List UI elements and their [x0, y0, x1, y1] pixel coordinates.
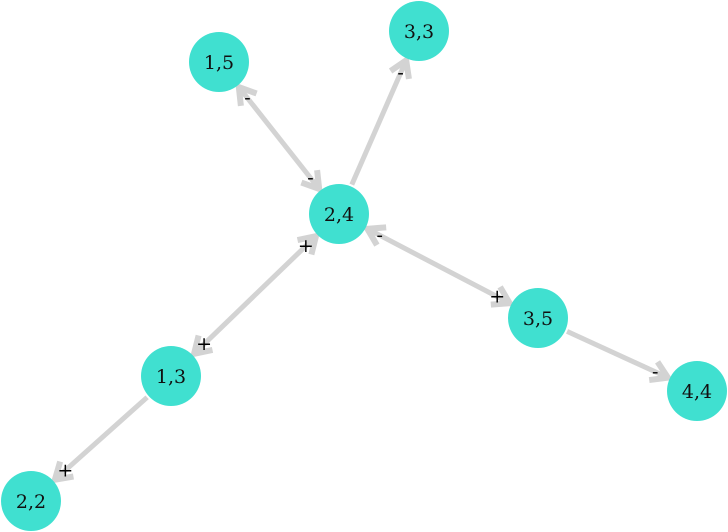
- edge-n24-n33: -: [349, 55, 412, 186]
- edge-sign-label: +: [57, 459, 73, 481]
- node-label: 2,4: [324, 204, 354, 226]
- node-label: 3,3: [404, 21, 434, 43]
- node-circle: [189, 32, 249, 92]
- node-circle: [667, 361, 727, 421]
- arrowhead-icon: [388, 55, 412, 80]
- node-label: 2,2: [16, 491, 46, 513]
- edge-line: [236, 85, 322, 191]
- edge-sign-label: +: [489, 286, 505, 308]
- edge-n35-n44: -: [566, 329, 674, 384]
- node-3-3[interactable]: 3,3: [389, 1, 449, 61]
- edge-sign-label: -: [652, 361, 658, 383]
- edge-n24-n35: +-: [362, 224, 515, 308]
- node-1-3[interactable]: 1,3: [141, 346, 201, 406]
- node-2-4[interactable]: 2,4: [309, 184, 369, 244]
- node-circle: [389, 1, 449, 61]
- node-3-5[interactable]: 3,5: [508, 288, 568, 348]
- node-circle: [508, 288, 568, 348]
- node-circle: [1, 471, 61, 531]
- node-label: 1,5: [204, 52, 234, 74]
- edge-line: [366, 226, 511, 306]
- node-2-2[interactable]: 2,2: [1, 471, 61, 531]
- edge-sign-label: -: [397, 62, 403, 84]
- edge-line: [192, 234, 318, 356]
- arrowhead-icon: [300, 169, 323, 194]
- edge-sign-label: -: [307, 167, 313, 189]
- edge-n24-n15: --: [235, 82, 323, 194]
- node-4-4[interactable]: 4,4: [667, 361, 727, 421]
- arrowhead-icon: [648, 360, 674, 384]
- node-label: 1,3: [156, 366, 186, 388]
- arrowhead-icon: [50, 460, 74, 484]
- edge-line: [53, 395, 149, 482]
- node-label: 3,5: [523, 308, 553, 330]
- edge-sign-label: -: [377, 224, 383, 246]
- edge-n13-n22: +: [50, 395, 149, 484]
- arrowhead-icon: [362, 224, 387, 247]
- edge-sign-label: +: [196, 333, 212, 355]
- edge-line: [349, 59, 409, 186]
- edge-n24-n13: ++: [189, 232, 321, 358]
- node-circle: [141, 346, 201, 406]
- edge-line: [566, 329, 669, 380]
- arrowhead-icon: [189, 334, 214, 358]
- arrowhead-icon: [235, 82, 258, 107]
- node-1-5[interactable]: 1,5: [189, 32, 249, 92]
- node-label: 4,4: [682, 381, 712, 403]
- edge-sign-label: -: [244, 87, 250, 109]
- edge-sign-label: +: [298, 235, 314, 257]
- node-circle: [309, 184, 369, 244]
- arrowhead-icon: [490, 285, 515, 308]
- arrowhead-icon: [296, 232, 321, 256]
